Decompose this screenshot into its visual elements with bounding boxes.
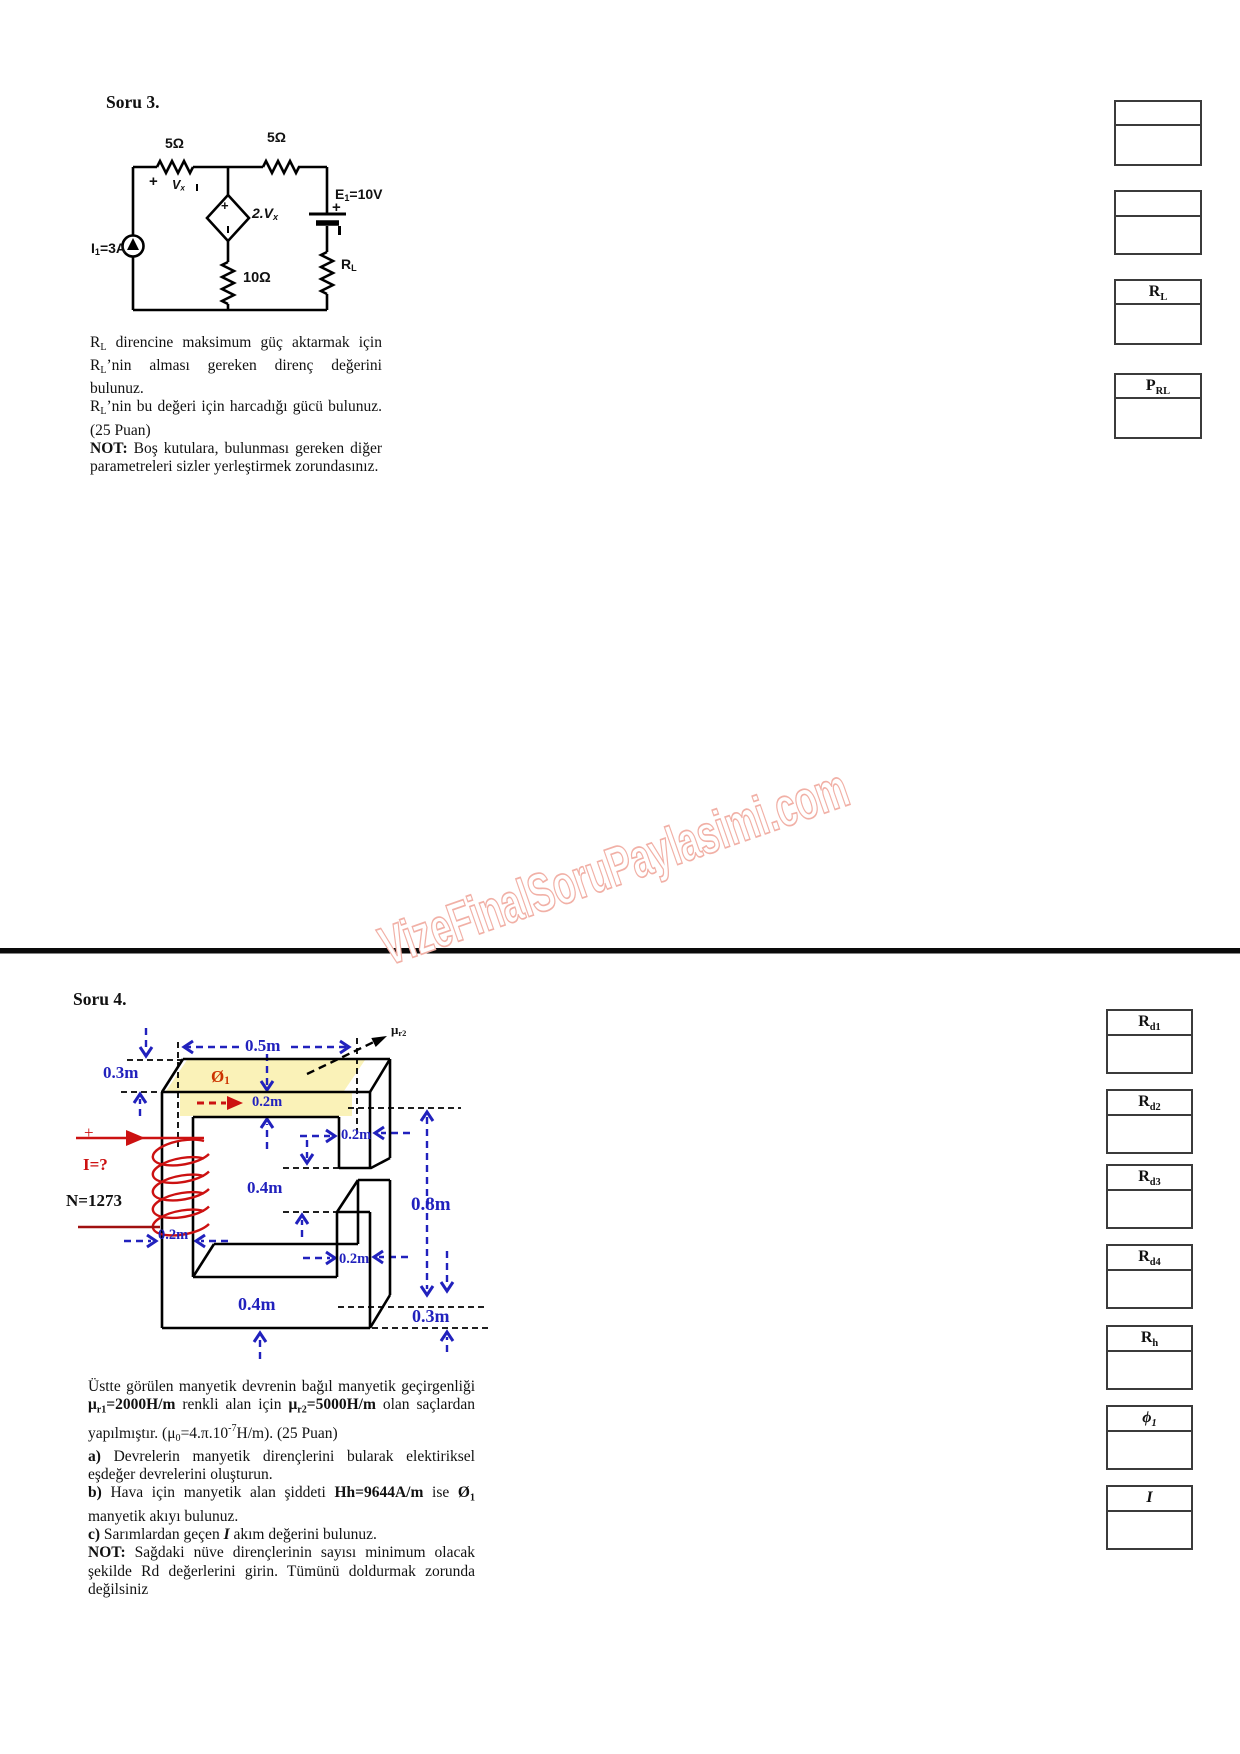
label-dim-02c: 0.2m: [158, 1227, 189, 1243]
mu-arrow-head: [371, 1036, 387, 1047]
label-bat-plus: +: [332, 199, 341, 216]
mu-arrow-line: [306, 1038, 379, 1076]
dependent-source-icon: [205, 193, 251, 243]
answer-box-2-header: [1116, 192, 1200, 217]
flux-arrow-head: [227, 1096, 243, 1110]
label-vx: Vx: [172, 178, 185, 193]
coil: [151, 1138, 210, 1237]
core-front-band: [180, 1092, 352, 1116]
text-line: Üstte görülen manyetik devrenin bağıl ma…: [88, 1378, 475, 1395]
label-dim-02d: 0.2m: [339, 1251, 370, 1267]
resistor2-icon: [261, 158, 301, 176]
blue-arrowheads: [132, 1039, 455, 1343]
soru3-paragraph: RL direncine maksimum güç aktarmak için …: [90, 334, 382, 476]
label-r2: 5Ω: [267, 129, 287, 145]
answer-box-phi1: ϕ1: [1106, 1405, 1193, 1470]
label-flux1: Ø1: [211, 1067, 230, 1088]
text-line: RL’nin bu değeri için harcadığı gücü bul…: [90, 398, 382, 418]
label-dim-03a: 0.3m: [103, 1063, 139, 1082]
label-dim-04b: 0.4m: [238, 1294, 276, 1314]
label-vx-plus: +: [149, 173, 158, 190]
soru3-title: Soru 3.: [106, 92, 160, 112]
answer-box-rl-header: RL: [1116, 281, 1200, 305]
label-rl: RL: [341, 256, 357, 273]
watermark-text: VizeFinalSoruPaylasimi.com: [371, 756, 856, 977]
label-mu2: μr2: [391, 1022, 407, 1038]
reference-dashes: [121, 1038, 488, 1329]
label-e1: E1=10V: [335, 186, 383, 203]
answer-box-rd2: Rd2: [1106, 1089, 1193, 1154]
answer-box-rh-header: Rh: [1108, 1327, 1191, 1352]
label-dim-02b: 0.2m: [341, 1127, 372, 1143]
text-line: b) Hava için manyetik alan şiddeti Hh=96…: [88, 1484, 475, 1504]
answer-box-rd3-header: Rd3: [1108, 1166, 1191, 1191]
label-r1: 5Ω: [165, 135, 185, 151]
label-dim-03b: 0.3m: [412, 1306, 450, 1326]
text-line: değilsiniz: [88, 1580, 149, 1598]
text-line: yapılmıştır. (μ0=4.π.10-7H/m). (25 Puan): [88, 1422, 338, 1444]
answer-box-rd3: Rd3: [1106, 1164, 1193, 1229]
label-turns: N=1273: [66, 1191, 122, 1210]
answer-box-rd1-header: Rd1: [1108, 1011, 1191, 1036]
answer-box-2: [1114, 190, 1202, 255]
text-line: parametreleri sizler yerleştirmek zorund…: [90, 457, 379, 475]
label-dim-04a: 0.4m: [247, 1178, 283, 1197]
coil-wire-arrow: [126, 1130, 145, 1146]
circuit-diagram: [121, 158, 346, 312]
resistor3-icon: [219, 260, 237, 306]
label-dep-plus: +: [221, 198, 229, 213]
label-dim-05: 0.5m: [245, 1036, 281, 1055]
core-yellow-faces: [166, 1060, 365, 1116]
answer-box-i-header: I: [1108, 1487, 1191, 1512]
label-r3: 10Ω: [243, 270, 271, 286]
soru4-title: Soru 4.: [73, 989, 127, 1009]
answer-box-i: I: [1106, 1485, 1193, 1550]
blue-dimension-lines: [124, 1028, 449, 1359]
current-source-icon: [121, 234, 145, 258]
answer-box-rd4: Rd4: [1106, 1244, 1193, 1309]
text-line: a) Devrelerin manyetik dirençlerini bula…: [88, 1448, 475, 1466]
label-dim-08: 0.8m: [411, 1194, 451, 1215]
answer-box-1: [1114, 100, 1202, 166]
text-line: manyetik akıyı bulunuz.: [88, 1507, 239, 1525]
label-dim-02a: 0.2m: [252, 1094, 283, 1110]
current-source-arrow: [127, 238, 139, 250]
section-divider: [0, 948, 1240, 954]
answer-box-prl-header: PRL: [1116, 375, 1200, 399]
soru4-paragraph: Üstte görülen manyetik devrenin bağıl ma…: [88, 1378, 475, 1599]
label-current: I=?: [83, 1155, 108, 1174]
text-line: NOT: Sağdaki nüve dirençlerinin sayısı m…: [88, 1544, 475, 1562]
label-i1: I1=3A: [91, 240, 127, 257]
resistor1-icon: [155, 158, 195, 176]
text-line: eşdeğer devrelerini oluşturun.: [88, 1466, 273, 1484]
label-dep-source: 2.Vx: [252, 205, 279, 222]
text-line: NOT: Boş kutulara, bulunması gereken diğ…: [90, 439, 382, 457]
text-line: (25 Puan): [90, 421, 151, 439]
answer-box-rd2-header: Rd2: [1108, 1091, 1191, 1116]
text-line: c) Sarımlardan geçen I akım değerini bul…: [88, 1526, 377, 1544]
core-top-face: [166, 1060, 365, 1091]
answer-box-rd1: Rd1: [1106, 1009, 1193, 1074]
text-line: μr1=2000H/m renkli alan için μr2=5000H/m…: [88, 1396, 475, 1416]
core-outline: [160, 1057, 392, 1330]
resistor-rl-icon: [318, 250, 336, 296]
answer-box-phi1-header: ϕ1: [1108, 1407, 1191, 1432]
answer-box-rd4-header: Rd4: [1108, 1246, 1191, 1271]
text-line: şekilde Rd değerlerini girin. Tümünü dol…: [88, 1562, 475, 1580]
text-line: RL’nin alması gereken direnç değerini bu…: [90, 357, 382, 398]
answer-box-1-header: [1116, 102, 1200, 126]
answer-box-rh: Rh: [1106, 1325, 1193, 1390]
text-line: RL direncine maksimum güç aktarmak için: [90, 334, 382, 354]
answer-box-prl: PRL: [1114, 373, 1202, 439]
label-coil-plus: +: [84, 1123, 94, 1142]
answer-box-rl: RL: [1114, 279, 1202, 345]
